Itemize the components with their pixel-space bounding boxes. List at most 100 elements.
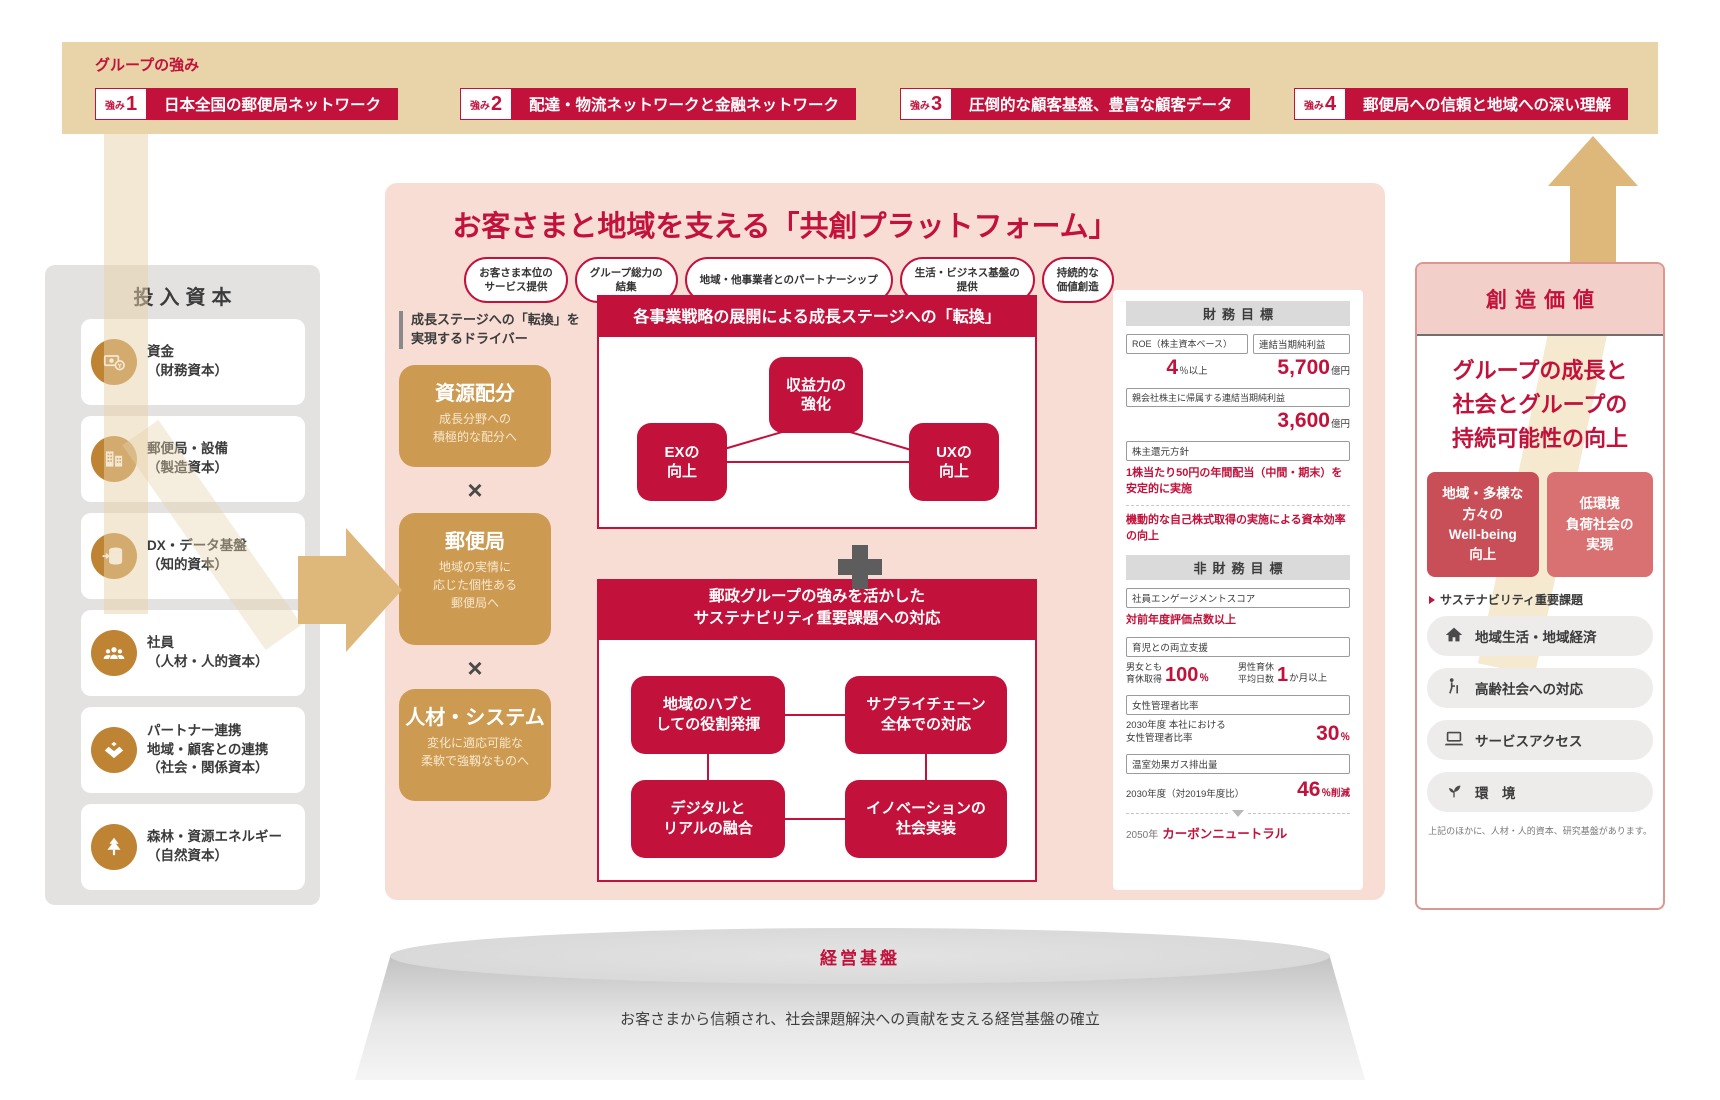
capital-item-label: パートナー連携地域・顧客との連携（社会・関係資本） <box>147 722 269 776</box>
triangle-icon <box>1429 595 1435 604</box>
roe-value: 4 <box>1166 356 1179 379</box>
triangle-divider <box>1126 809 1350 817</box>
driver-hr-system: 人材・システム 変化に適応可能な柔軟で強靱なものへ <box>399 689 551 801</box>
input-capital-list: 資金（財務資本） 郵便局・設備（製造資本） DX・データ基盤（知的資本） <box>81 319 305 890</box>
shareholder-note-1: 1株当たり50円の年間配当（中間・期末）を安定的に実施 <box>1126 467 1343 495</box>
right-arrow-head-icon <box>346 528 402 652</box>
strength-prefix: 強み <box>909 100 930 112</box>
women-managers-value: 30 <box>1316 721 1340 745</box>
sustainability-header: 郵政グループの強みを活かしたサステナビリティ重要課題への対応 <box>597 579 1037 638</box>
issue-environment: 環 境 <box>1427 772 1653 813</box>
shareholder-note-2: 機動的な自己株式取得の実施による資本効率の向上 <box>1126 513 1346 542</box>
childcare-values: 男女とも育休取得 100％ 男性育休平均日数 1か月以上 <box>1126 661 1328 686</box>
platform-pill: お客さま本位のサービス提供 <box>464 257 568 303</box>
parent-net-income-label: 親会社株主に帰属する連結当期純利益 <box>1126 388 1350 407</box>
issue-aging-society: 高齢社会への対応 <box>1427 668 1653 709</box>
connector-lines <box>707 713 927 820</box>
strength-3-text: 圧倒的な顧客基盤、豊富な顧客データ <box>952 88 1250 120</box>
childcare-take-rate: 100 <box>1165 663 1199 686</box>
women-managers-row: 2030年度 本社における女性管理者比率 30％ <box>1126 719 1350 745</box>
capital-item-employees: 社員（人材・人的資本） <box>81 610 305 696</box>
issue-service-access: サービスアクセス <box>1427 720 1653 761</box>
driver-title: 人材・システム <box>405 707 545 729</box>
capital-item-dx-data: DX・データ基盤（知的資本） <box>81 513 305 599</box>
paternity-days: 1 <box>1277 663 1289 686</box>
capital-item-label: 郵便局・設備（製造資本） <box>147 441 228 475</box>
sustainability-body: 地域のハブとしての役割発揮 サプライチェーン全体での対応 デジタルとリアルの融合… <box>597 637 1037 882</box>
capital-item-label: 資金（財務資本） <box>147 344 228 378</box>
people-icon <box>91 630 137 676</box>
growth-strategy-body: 収益力の強化 EXの向上 UXの向上 <box>597 335 1037 529</box>
tree-icon <box>91 824 137 870</box>
issue-regional-life: 地域生活・地域経済 <box>1427 616 1653 657</box>
low-impact-society-box: 低環境負荷社会の実現 <box>1546 472 1653 578</box>
money-icon <box>91 339 137 385</box>
up-arrow-icon <box>1570 184 1616 262</box>
input-capital-title: 投入資本 <box>133 287 238 309</box>
platform-title: お客さまと地域を支える「共創プラットフォーム」 <box>452 211 1118 243</box>
input-capital-panel: 投入資本 資金（財務資本） 郵便局・設備（製造資本） <box>45 265 320 905</box>
strength-prefix: 強み <box>104 100 125 112</box>
strength-number-value: 4 <box>1324 93 1337 115</box>
sustainability-strategy-box: 郵政グループの強みを活かしたサステナビリティ重要課題への対応 地域のハブとしての… <box>597 579 1037 882</box>
driver-resource-allocation: 資源配分 成長分野への積極的な配分へ <box>399 365 551 467</box>
roe-label: ROE（株主資本ベース） <box>1126 334 1248 354</box>
ghg-value: 46 <box>1297 777 1321 801</box>
node-regional-hub: 地域のハブとしての役割発揮 <box>631 675 785 754</box>
sustainability-issues-header: サステナビリティ重要課題 <box>1429 591 1651 608</box>
node-profitability: 収益力の強化 <box>769 357 863 433</box>
multiply-symbol: × <box>467 653 483 683</box>
capital-item-label: 森林・資源エネルギー（自然資本） <box>147 829 282 863</box>
node-innovation: イノベーションの社会実装 <box>845 779 1007 858</box>
capital-item-funds: 資金（財務資本） <box>81 319 305 405</box>
capital-item-partnership: パートナー連携地域・顧客との連携（社会・関係資本） <box>81 707 305 793</box>
created-value-statement: グループの成長と 社会とグループの 持続可能性の向上 <box>1451 358 1628 452</box>
node-ux: UXの向上 <box>909 423 999 501</box>
net-income-value: 5,700 <box>1277 356 1330 379</box>
up-arrow-head-icon <box>1548 136 1638 186</box>
capital-item-label: DX・データ基盤（知的資本） <box>147 538 247 572</box>
right-arrow-icon <box>298 556 346 624</box>
shareholder-return-label: 株主還元方針 <box>1126 441 1350 461</box>
elderly-icon <box>1443 676 1465 701</box>
engagement-label: 社員エンゲージメントスコア <box>1126 587 1350 608</box>
created-value-note: 上記のほかに、人材・人的資本、研究基盤があります。 <box>1428 826 1652 837</box>
targets-panel: 財務目標 ROE（株主資本ベース） 連結当期純利益 4％以上 5,700億円 親… <box>1113 290 1363 890</box>
driver-desc: 成長分野への積極的な配分へ <box>432 412 517 444</box>
foundation-pedestal-top: 経営基盤 <box>390 928 1330 984</box>
ghg-label: 温室効果ガス排出量 <box>1126 753 1350 774</box>
driver-desc: 地域の実情に応じた個性ある郵便局へ <box>432 560 517 610</box>
building-icon <box>91 436 137 482</box>
database-icon <box>91 533 137 579</box>
engagement-value: 対前年度評価点数以上 <box>1126 613 1236 626</box>
capital-item-label: 社員（人材・人的資本） <box>147 635 269 669</box>
driver-title: 郵便局 <box>445 531 505 553</box>
laptop-icon <box>1443 728 1465 753</box>
node-digital-real: デジタルとリアルの融合 <box>631 779 785 858</box>
carbon-neutral-text: カーボンニュートラル <box>1162 826 1288 841</box>
strength-number-value: 2 <box>490 93 503 115</box>
growth-strategy-box: 各事業戦略の展開による成長ステージへの「転換」 収益力の強化 EXの向上 UXの… <box>597 295 1037 529</box>
plus-icon <box>838 545 882 589</box>
carbon-neutral-row: 2050年カーボンニュートラル <box>1126 826 1288 841</box>
capital-item-postoffice-facilities: 郵便局・設備（製造資本） <box>81 416 305 502</box>
strength-number-value: 1 <box>125 93 138 115</box>
foundation-title: 経営基盤 <box>820 948 900 968</box>
growth-strategy-header: 各事業戦略の展開による成長ステージへの「転換」 <box>597 295 1037 335</box>
parent-net-income-value: 3,600億円 <box>1277 409 1350 432</box>
handshake-icon <box>91 727 137 773</box>
strength-1-text: 日本全国の郵便局ネットワーク <box>147 88 399 120</box>
node-ex: EXの向上 <box>637 423 727 501</box>
net-income-label: 連結当期純利益 <box>1253 334 1350 354</box>
